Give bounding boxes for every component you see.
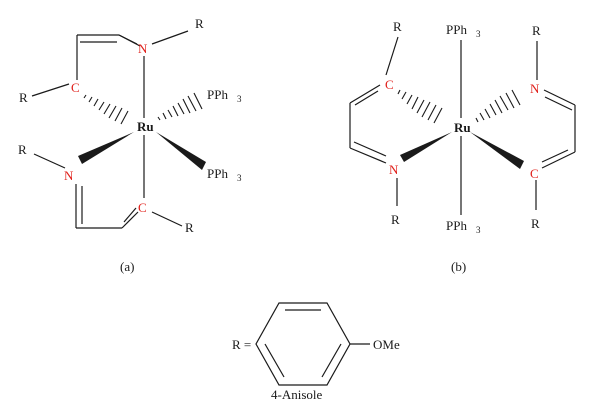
atom-pph3: PPh 3: [207, 87, 242, 104]
wedge-bond: [470, 132, 524, 169]
bond: [123, 207, 137, 223]
legend-group: OMe: [373, 337, 400, 352]
atom-n: N: [530, 81, 540, 96]
bond: [31, 83, 70, 97]
atom-c: C: [71, 80, 80, 95]
bond: [118, 34, 138, 45]
atom-ru: Ru: [454, 120, 471, 135]
atom-r: R: [185, 220, 194, 235]
bond: [151, 211, 183, 227]
caption-a: (a): [120, 259, 134, 274]
wedge-bond: [78, 132, 134, 164]
atom-r: R: [195, 16, 204, 31]
atom-r: R: [391, 212, 400, 227]
atom-r: R: [19, 90, 28, 105]
svg-text:3: 3: [237, 94, 242, 104]
atom-n: N: [389, 162, 399, 177]
bond: [541, 149, 569, 163]
bond: [353, 141, 387, 157]
svg-text:3: 3: [476, 225, 481, 235]
atom-c: C: [530, 166, 539, 181]
atom-r: R: [18, 142, 27, 157]
wedge-bond: [400, 132, 452, 162]
atom-n: N: [64, 168, 74, 183]
wedge-bonds-a: [78, 132, 206, 170]
labels-b: PPh 3 R R C N Ru N C R R PPh 3 (b): [385, 19, 541, 274]
atom-c: C: [385, 77, 394, 92]
benzene-ring: [255, 302, 370, 386]
atom-c: C: [138, 200, 147, 215]
bond: [541, 151, 576, 169]
bond: [354, 90, 379, 106]
atom-pph3: PPh 3: [207, 166, 242, 183]
bond: [151, 30, 189, 45]
bond: [385, 36, 399, 76]
structure-a: [31, 30, 189, 229]
bond: [121, 211, 139, 229]
atom-r: R: [393, 19, 402, 34]
bond: [543, 89, 576, 106]
atom-r: R: [532, 23, 541, 38]
svg-text:3: 3: [237, 173, 242, 183]
wedge-bonds-b: [400, 132, 524, 169]
hashed-bonds-a: [83, 92, 203, 125]
atom-pph3: PPh 3: [446, 218, 481, 235]
bond: [33, 153, 66, 169]
svg-text:PPh: PPh: [446, 218, 467, 233]
svg-text:3: 3: [476, 29, 481, 39]
atom-pph3: PPh 3: [446, 22, 481, 39]
bond: [349, 84, 381, 104]
atom-n: N: [138, 41, 148, 56]
caption-b: (b): [451, 259, 466, 274]
svg-text:PPh: PPh: [207, 166, 228, 181]
labels-a: N R C R Ru PPh 3 PPh 3 R N C R (a): [18, 16, 242, 274]
hashed-bonds-b: [397, 89, 521, 124]
substituent-legend: R = OMe 4-Anisole: [232, 302, 400, 402]
bond: [349, 147, 387, 164]
bond: [544, 96, 573, 111]
atom-ru: Ru: [137, 119, 154, 134]
wedge-bond: [156, 132, 206, 170]
svg-text:PPh: PPh: [207, 87, 228, 102]
structure-b: [349, 36, 576, 215]
atom-r: R: [531, 216, 540, 231]
legend-name: 4-Anisole: [271, 387, 323, 402]
svg-text:PPh: PPh: [446, 22, 467, 37]
legend-prefix: R =: [232, 337, 251, 352]
